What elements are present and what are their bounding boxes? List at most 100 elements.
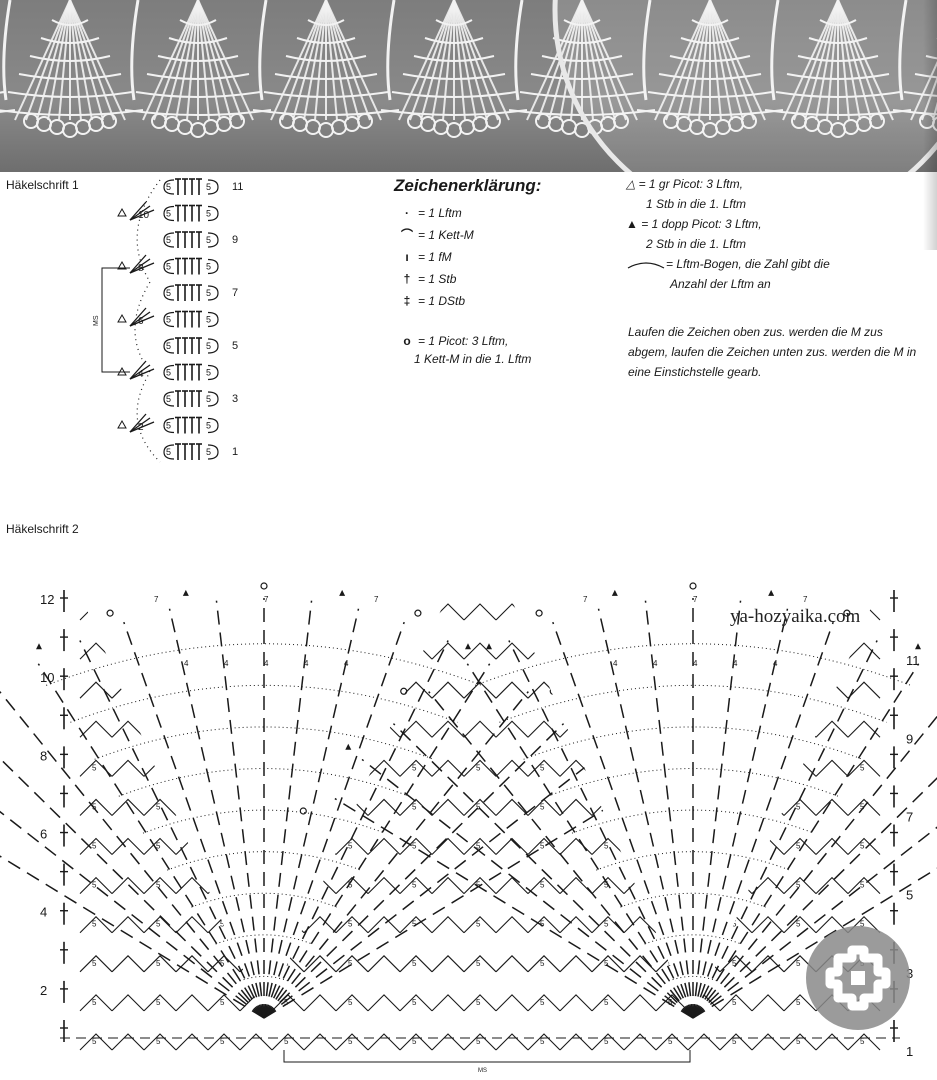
arc-count-label: 5 <box>604 959 609 968</box>
arc-count-label: 5 <box>732 1037 737 1046</box>
arc-count-label: 5 <box>412 1037 417 1046</box>
chain-arc <box>847 720 881 738</box>
arc-count-label: 4 <box>773 659 778 668</box>
lace-fan <box>508 0 656 138</box>
chain-arc <box>303 915 337 934</box>
arc-count-label: 5 <box>206 262 211 272</box>
arc-count-label: 5 <box>166 235 171 245</box>
lace-spoke <box>325 0 382 121</box>
chain-arc <box>495 681 529 699</box>
lace-fan <box>252 0 400 138</box>
lace-scallop <box>459 119 475 135</box>
chain-arc <box>815 837 849 855</box>
picot-icon: o <box>403 334 411 348</box>
arc-count-label: 5 <box>206 235 211 245</box>
chain-arc <box>559 798 593 816</box>
arc-count-label: 5 <box>166 447 171 457</box>
lace-fan <box>380 0 528 138</box>
arc-count-label: 5 <box>476 842 481 851</box>
chain-loop <box>163 391 175 407</box>
chain-arc <box>623 955 657 973</box>
lace-arc <box>680 37 740 44</box>
arc-count-label: 5 <box>166 421 171 431</box>
chain-arc <box>303 955 337 973</box>
lace-spoke <box>910 60 937 121</box>
chain-arc <box>495 759 529 777</box>
treble-crochet-icon: ‡ <box>403 294 411 308</box>
arc-count-label: 5 <box>206 209 211 219</box>
chain-arc <box>655 994 689 1012</box>
chain-arc <box>367 759 401 777</box>
chain-loop <box>163 444 175 460</box>
chain-arc <box>495 720 529 738</box>
arc-count-label: 5 <box>860 1037 865 1046</box>
lace-arc <box>285 55 367 62</box>
pinterest-lens-icon[interactable] <box>805 925 911 1031</box>
lace-arc <box>658 73 762 80</box>
arc-count-label: 5 <box>92 881 97 890</box>
legend-item-dstb: ‡= 1 DStb <box>396 290 531 312</box>
arc-count-label: 5 <box>476 802 481 811</box>
arc-count-label: 5 <box>540 959 545 968</box>
chain-arc <box>751 876 785 895</box>
repeat-bracket <box>283 1050 691 1063</box>
chain-arc <box>79 876 113 895</box>
chain-arc <box>79 720 113 738</box>
chain-arc <box>655 1033 689 1051</box>
lace-arc <box>925 55 937 60</box>
chain-arc <box>79 915 113 934</box>
fan-stitch <box>692 608 789 1019</box>
fan-stitch <box>692 640 878 1019</box>
chain-arc <box>143 876 177 895</box>
chain-arc <box>143 1033 177 1051</box>
lace-scallop <box>433 119 449 135</box>
magnifier-ring <box>552 0 937 172</box>
arc-count-label: 5 <box>206 421 211 431</box>
arc-count-label: 5 <box>796 1037 801 1046</box>
arc-count-label: 7 <box>154 595 159 604</box>
chain-arc <box>399 681 433 699</box>
fan-arc <box>167 851 361 871</box>
arc-count-label: 5 <box>156 1037 161 1046</box>
lace-arc <box>764 109 912 116</box>
row-number: 2 <box>40 983 47 998</box>
lace-scallop <box>203 119 219 135</box>
open-triangle-icon: △ <box>626 177 636 191</box>
arc-count-label: 5 <box>166 315 171 325</box>
arc-count-label: 4 <box>344 659 349 668</box>
arc-count-label: 5 <box>156 802 161 811</box>
row-number: 7 <box>232 287 238 299</box>
chain-arc <box>591 1033 625 1051</box>
arc-count-label: 5 <box>860 881 865 890</box>
picot-mark <box>689 582 697 590</box>
arc-count-label: 5 <box>860 763 865 772</box>
arc-count-label: 5 <box>796 881 801 890</box>
lace-arc <box>691 19 729 26</box>
chain-arc <box>399 1033 433 1051</box>
chain-arc <box>495 837 529 855</box>
arc-count-label: 7 <box>693 595 698 604</box>
chain-arc <box>463 798 497 816</box>
arc-count-label: 5 <box>348 881 353 890</box>
lace-spoke <box>270 0 327 121</box>
chain-arc <box>847 681 881 699</box>
fan-stitch <box>263 663 491 1019</box>
chain-loop <box>163 417 175 434</box>
arc-count-label: 5 <box>156 998 161 1007</box>
lace-arc <box>157 55 239 62</box>
lace-arc <box>669 55 751 62</box>
lace-scallop <box>229 113 245 129</box>
chart2-title: Häkelschrift 2 <box>6 522 79 536</box>
chain-arc <box>399 759 433 777</box>
chain-arc <box>687 1033 721 1051</box>
lace-scallop <box>548 116 564 132</box>
lace-scallop <box>36 116 52 132</box>
dopp-picot-mark <box>182 589 189 596</box>
arc-count-label: 5 <box>540 920 545 929</box>
fan-arc <box>239 975 289 982</box>
fan-stitch <box>428 691 694 1019</box>
chain-arc <box>527 876 561 895</box>
chain-arc <box>111 720 145 738</box>
arc-count-label: 5 <box>412 998 417 1007</box>
